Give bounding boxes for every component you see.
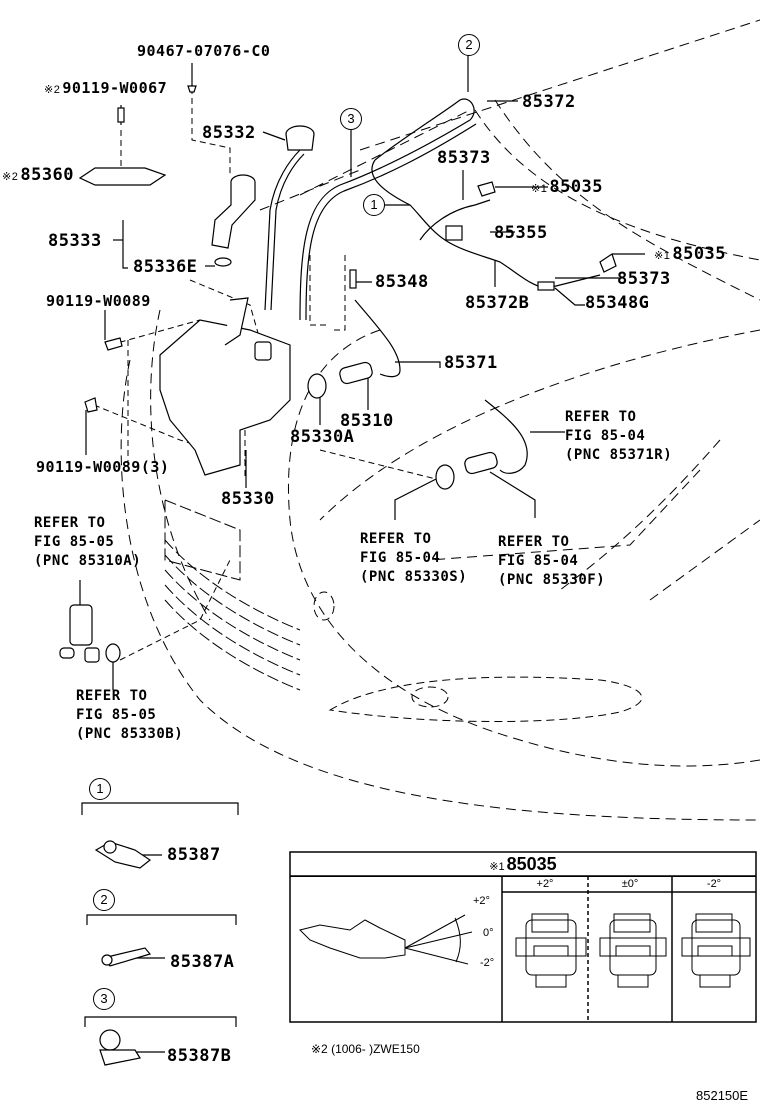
part-label-90119-w0089-x3[interactable]: 90119-W0089(3) xyxy=(36,458,170,476)
note-mark-2: ※2 xyxy=(2,171,19,183)
part-number: 85035 xyxy=(549,177,604,197)
part-label-90467-07076-c0[interactable]: 90467-07076-C0 xyxy=(137,42,271,60)
refer-line: (PNC 85310A) xyxy=(34,553,142,569)
parts-glyphs xyxy=(59,85,617,1066)
part-label-85330[interactable]: 85330 xyxy=(221,489,275,509)
clip-part-85387a[interactable]: 85387A xyxy=(170,952,235,972)
clip-callout-2[interactable]: 2 xyxy=(93,889,115,911)
headlamp-outline xyxy=(313,591,643,722)
part-label-85371[interactable]: 85371 xyxy=(444,353,498,373)
figure-code: 852150E xyxy=(696,1088,749,1103)
part-label-85348g[interactable]: 85348G xyxy=(585,293,650,313)
part-label-85336e[interactable]: 85336E xyxy=(133,257,198,277)
part-label-85330a[interactable]: 85330A xyxy=(290,427,355,447)
note-mark-1: ※1 xyxy=(489,861,505,873)
refer-85371r[interactable]: REFER TO FIG 85-04 (PNC 85371R) xyxy=(565,408,672,465)
part-label-85372b[interactable]: 85372B xyxy=(465,293,530,313)
note-mark-2: ※2 xyxy=(311,1042,328,1056)
clip-part-85387b[interactable]: 85387B xyxy=(167,1046,232,1066)
part-label-85332[interactable]: 85332 xyxy=(202,123,256,143)
col-plus2: +2° xyxy=(536,878,554,890)
refer-line: (PNC 85330B) xyxy=(76,726,184,742)
part-label-85348[interactable]: 85348 xyxy=(375,272,429,292)
refer-line: REFER TO xyxy=(360,531,432,547)
col-minus2: -2° xyxy=(706,878,722,890)
angle-label-minus2: -2° xyxy=(480,957,495,969)
refer-line: REFER TO xyxy=(34,515,106,531)
refer-line: FIG 85-04 xyxy=(498,553,579,569)
angle-label-zero: 0° xyxy=(483,927,494,939)
refer-line: REFER TO xyxy=(76,688,148,704)
refer-85310a[interactable]: REFER TO FIG 85-05 (PNC 85310A) xyxy=(34,514,141,571)
refer-line: FIG 85-04 xyxy=(565,428,646,444)
nozzle-part-number[interactable]: 85035 xyxy=(506,854,557,874)
part-label-85373-upper[interactable]: 85373 xyxy=(437,148,491,168)
part-number: 90119-W0067 xyxy=(62,79,168,97)
refer-85330f[interactable]: REFER TO FIG 85-04 (PNC 85330F) xyxy=(498,533,605,590)
clip-callout-1[interactable]: 1 xyxy=(89,778,111,800)
part-label-85373-lower[interactable]: 85373 xyxy=(617,269,671,289)
refer-line: FIG 85-05 xyxy=(34,534,115,550)
refer-line: REFER TO xyxy=(565,409,637,425)
part-label-90119-w0089[interactable]: 90119-W0089 xyxy=(46,292,151,310)
callout-1[interactable]: 1 xyxy=(363,194,385,216)
clip-part-85387[interactable]: 85387 xyxy=(167,845,221,865)
part-number: 85035 xyxy=(672,244,727,264)
part-label-85333[interactable]: 85333 xyxy=(48,231,102,251)
vehicle-outline xyxy=(120,19,760,821)
grille-outline xyxy=(164,499,301,691)
note-mark-1: ※1 xyxy=(654,250,671,262)
note-mark-2: ※2 xyxy=(44,84,61,96)
col-zero: ±0° xyxy=(621,878,639,890)
part-label-85310[interactable]: 85310 xyxy=(340,411,394,431)
part-number: 85360 xyxy=(20,165,75,185)
footnote: ※2 (1006- )ZWE150 xyxy=(311,1042,420,1056)
callout-3[interactable]: 3 xyxy=(340,108,362,130)
part-label-85372[interactable]: 85372 xyxy=(522,92,576,112)
washer-hoses xyxy=(264,98,601,474)
refer-line: (PNC 85330S) xyxy=(360,569,468,585)
refer-line: REFER TO xyxy=(498,534,570,550)
refer-line: FIG 85-04 xyxy=(360,550,441,566)
refer-85330s[interactable]: REFER TO FIG 85-04 (PNC 85330S) xyxy=(360,530,467,587)
refer-85330b[interactable]: REFER TO FIG 85-05 (PNC 85330B) xyxy=(76,687,183,744)
part-label-85355[interactable]: 85355 xyxy=(494,223,548,243)
refer-line: (PNC 85371R) xyxy=(565,447,673,463)
nozzle-side-view xyxy=(299,914,473,965)
note-mark-1: ※1 xyxy=(531,183,548,195)
refer-line: FIG 85-05 xyxy=(76,707,157,723)
clip-callout-3[interactable]: 3 xyxy=(93,988,115,1010)
callout-2[interactable]: 2 xyxy=(458,34,480,56)
nozzle-front-views xyxy=(515,913,751,988)
refer-line: (PNC 85330F) xyxy=(498,572,606,588)
clip-brackets xyxy=(81,802,239,1027)
footnote-text: (1006- )ZWE150 xyxy=(331,1042,420,1056)
angle-label-plus2: +2° xyxy=(473,895,490,907)
